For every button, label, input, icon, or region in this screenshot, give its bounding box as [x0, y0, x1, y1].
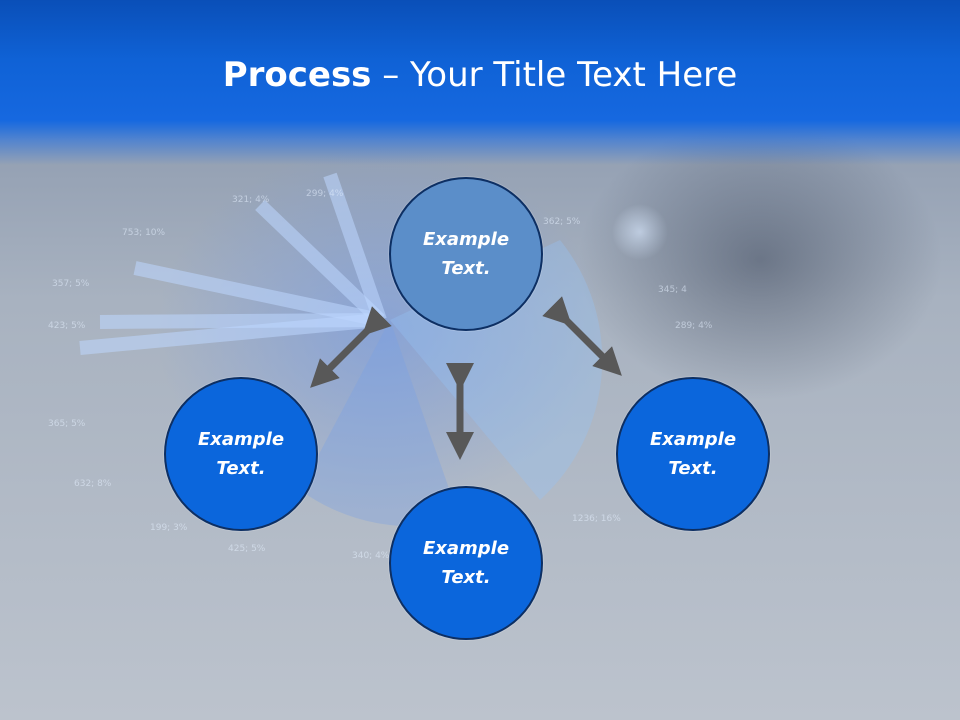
pie-ray [255, 199, 385, 326]
double-arrow-left [310, 306, 392, 388]
pie-ray [323, 172, 387, 323]
node-label-line1: Example [649, 429, 737, 450]
background-label: 423; 5% [48, 321, 86, 331]
background-label: 345; 4 [658, 285, 687, 295]
node-label-line1: Example [197, 429, 285, 450]
background-label: 299; 4% [306, 189, 344, 199]
title-bar [0, 0, 960, 165]
node-label-line1: Example [422, 229, 510, 250]
background-label: 289; 4% [675, 321, 713, 331]
node-label-line2: Text. [216, 458, 266, 479]
background-label: 199; 3% [150, 523, 188, 533]
background-label: 365; 5% [48, 419, 86, 429]
background-label: 632; 8% [74, 479, 112, 489]
background-label: 321; 4% [232, 195, 270, 205]
title-rest: – Your Title Text Here [371, 55, 738, 95]
node-label-line2: Text. [441, 567, 491, 588]
slide-title: Process – Your Title Text Here [0, 52, 960, 98]
background-label: 357; 5% [52, 279, 90, 289]
background-label: 753; 10% [122, 228, 166, 238]
title-bold: Process [222, 55, 372, 95]
background-label: 362; 5% [543, 217, 581, 227]
background-label: 425; 5% [228, 544, 266, 554]
node-label-line2: Text. [441, 258, 491, 279]
pie-slice [300, 320, 460, 527]
node-label-line2: Text. [668, 458, 718, 479]
double-arrow-right [542, 296, 622, 376]
background-label: 340; 4% [352, 551, 390, 561]
node-label-line1: Example [422, 538, 510, 559]
background-label: 1236; 16% [572, 514, 621, 524]
